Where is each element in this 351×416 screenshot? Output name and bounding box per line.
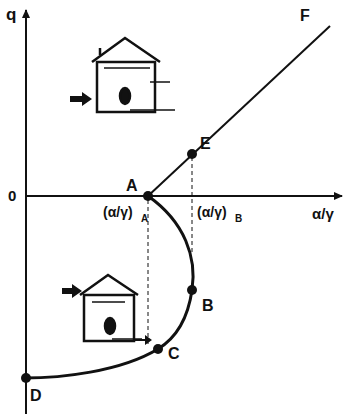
point-marker (187, 285, 197, 295)
point-marker (153, 344, 163, 354)
house-icon (80, 275, 142, 341)
axis-tick-label: (α/γ) (197, 205, 227, 219)
point-marker (143, 191, 153, 201)
axis-label: α/γ (312, 206, 334, 221)
force-arrow (135, 335, 152, 345)
force-arrow (62, 284, 82, 298)
point-marker (187, 149, 197, 159)
point-label: E (200, 136, 211, 152)
point-label: A (126, 178, 138, 194)
branch-line (148, 26, 330, 196)
axis-tick-subscript: A (141, 214, 148, 224)
guide-line (192, 157, 193, 255)
axis-origin: 0 (8, 188, 16, 203)
alpha-axis (26, 195, 342, 197)
branch-curve (24, 196, 193, 378)
axis-tick-label: (α/γ) (103, 205, 133, 219)
point-label: F (300, 8, 310, 24)
q-axis (25, 10, 27, 414)
house-icon (92, 38, 175, 112)
axis-tick-subscript: B (235, 214, 242, 224)
point-marker (21, 373, 31, 383)
force-arrow (70, 92, 92, 106)
axis-label: q (6, 6, 16, 23)
point-label: C (168, 346, 180, 362)
point-label: B (202, 298, 214, 314)
point-label: D (30, 388, 42, 404)
